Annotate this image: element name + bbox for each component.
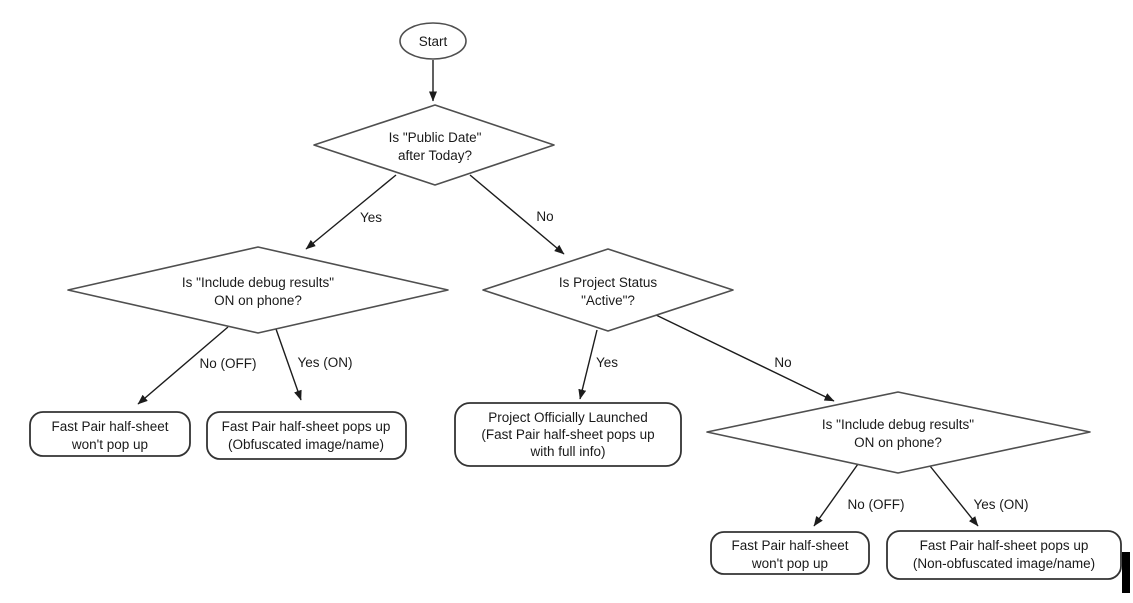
result-no-popup-right: Fast Pair half-sheet won't pop up (710, 531, 870, 575)
decision-public-date-diamond (313, 104, 555, 186)
edge-label-project-status-no: No (774, 355, 791, 370)
result-no-popup-left-line1: Fast Pair half-sheet (51, 419, 168, 434)
result-non-obfuscated-line2: (Non-obfuscated image/name) (913, 556, 1095, 571)
result-non-obfuscated-box (886, 530, 1122, 580)
edge-public-date-no (469, 174, 565, 255)
edge-label-public-date-yes: Yes (360, 210, 382, 225)
decision-debug-right-diamond (706, 391, 1091, 474)
result-launched-line2: (Fast Pair half-sheet pops up (481, 427, 654, 442)
edge-label-debug-right-yes: Yes (ON) (973, 497, 1028, 512)
decision-project-status-line1: Is Project Status (559, 275, 658, 290)
result-no-popup-left-box (29, 411, 191, 457)
decision-project-status-line2: "Active"? (581, 293, 635, 308)
result-no-popup-left-line2: won't pop up (71, 437, 148, 452)
result-obfuscated-box (206, 411, 407, 460)
result-non-obfuscated-line1: Fast Pair half-sheet pops up (920, 538, 1089, 553)
decision-public-date: Is "Public Date" after Today? (313, 104, 555, 186)
edge-debug-left-yes (275, 328, 302, 401)
result-launched-box (454, 402, 682, 467)
decision-debug-left-line2: ON on phone? (214, 293, 302, 308)
result-no-popup-right-line2: won't pop up (751, 556, 828, 571)
result-launched-line3: with full info) (529, 444, 605, 459)
decision-public-date-line1: Is "Public Date" (389, 130, 482, 145)
result-obfuscated: Fast Pair half-sheet pops up (Obfuscated… (206, 411, 407, 460)
result-no-popup-right-box (710, 531, 870, 575)
edge-project-status-no (655, 314, 835, 402)
decision-debug-left-diamond (67, 246, 449, 334)
decision-project-status-diamond (482, 248, 734, 332)
edge-label-project-status-yes: Yes (596, 355, 618, 370)
edge-label-debug-right-no: No (OFF) (848, 497, 905, 512)
flowchart-edges (137, 60, 979, 527)
result-launched-line1: Project Officially Launched (488, 410, 648, 425)
edge-label-debug-left-yes: Yes (ON) (297, 355, 352, 370)
edge-debug-left-no (137, 326, 229, 405)
result-non-obfuscated: Fast Pair half-sheet pops up (Non-obfusc… (886, 530, 1122, 580)
decision-debug-right: Is "Include debug results" ON on phone? (706, 391, 1091, 474)
edge-debug-right-yes (929, 465, 979, 527)
start-node: Start (399, 22, 467, 60)
result-no-popup-right-line1: Fast Pair half-sheet (731, 538, 848, 553)
result-obfuscated-line2: (Obfuscated image/name) (228, 437, 384, 452)
start-label: Start (419, 34, 448, 49)
edge-project-status-yes (578, 329, 598, 400)
decision-project-status: Is Project Status "Active"? (482, 248, 734, 332)
edge-debug-right-no (813, 463, 859, 527)
decision-debug-right-line2: ON on phone? (854, 435, 942, 450)
decision-public-date-line2: after Today? (398, 148, 472, 163)
text-cursor-artifact (1122, 552, 1130, 593)
result-no-popup-left: Fast Pair half-sheet won't pop up (29, 411, 191, 457)
decision-debug-left: Is "Include debug results" ON on phone? (67, 246, 449, 334)
result-launched: Project Officially Launched (Fast Pair h… (454, 402, 682, 467)
start-ellipse (399, 22, 467, 60)
edge-label-public-date-no: No (536, 209, 553, 224)
decision-debug-right-line1: Is "Include debug results" (822, 417, 974, 432)
flowchart-edge-labels: Yes No No (OFF) Yes (ON) Yes No No (OFF)… (200, 209, 1029, 512)
result-obfuscated-line1: Fast Pair half-sheet pops up (222, 419, 391, 434)
decision-debug-left-line1: Is "Include debug results" (182, 275, 334, 290)
edge-public-date-yes (305, 174, 397, 250)
edge-label-debug-left-no: No (OFF) (200, 356, 257, 371)
